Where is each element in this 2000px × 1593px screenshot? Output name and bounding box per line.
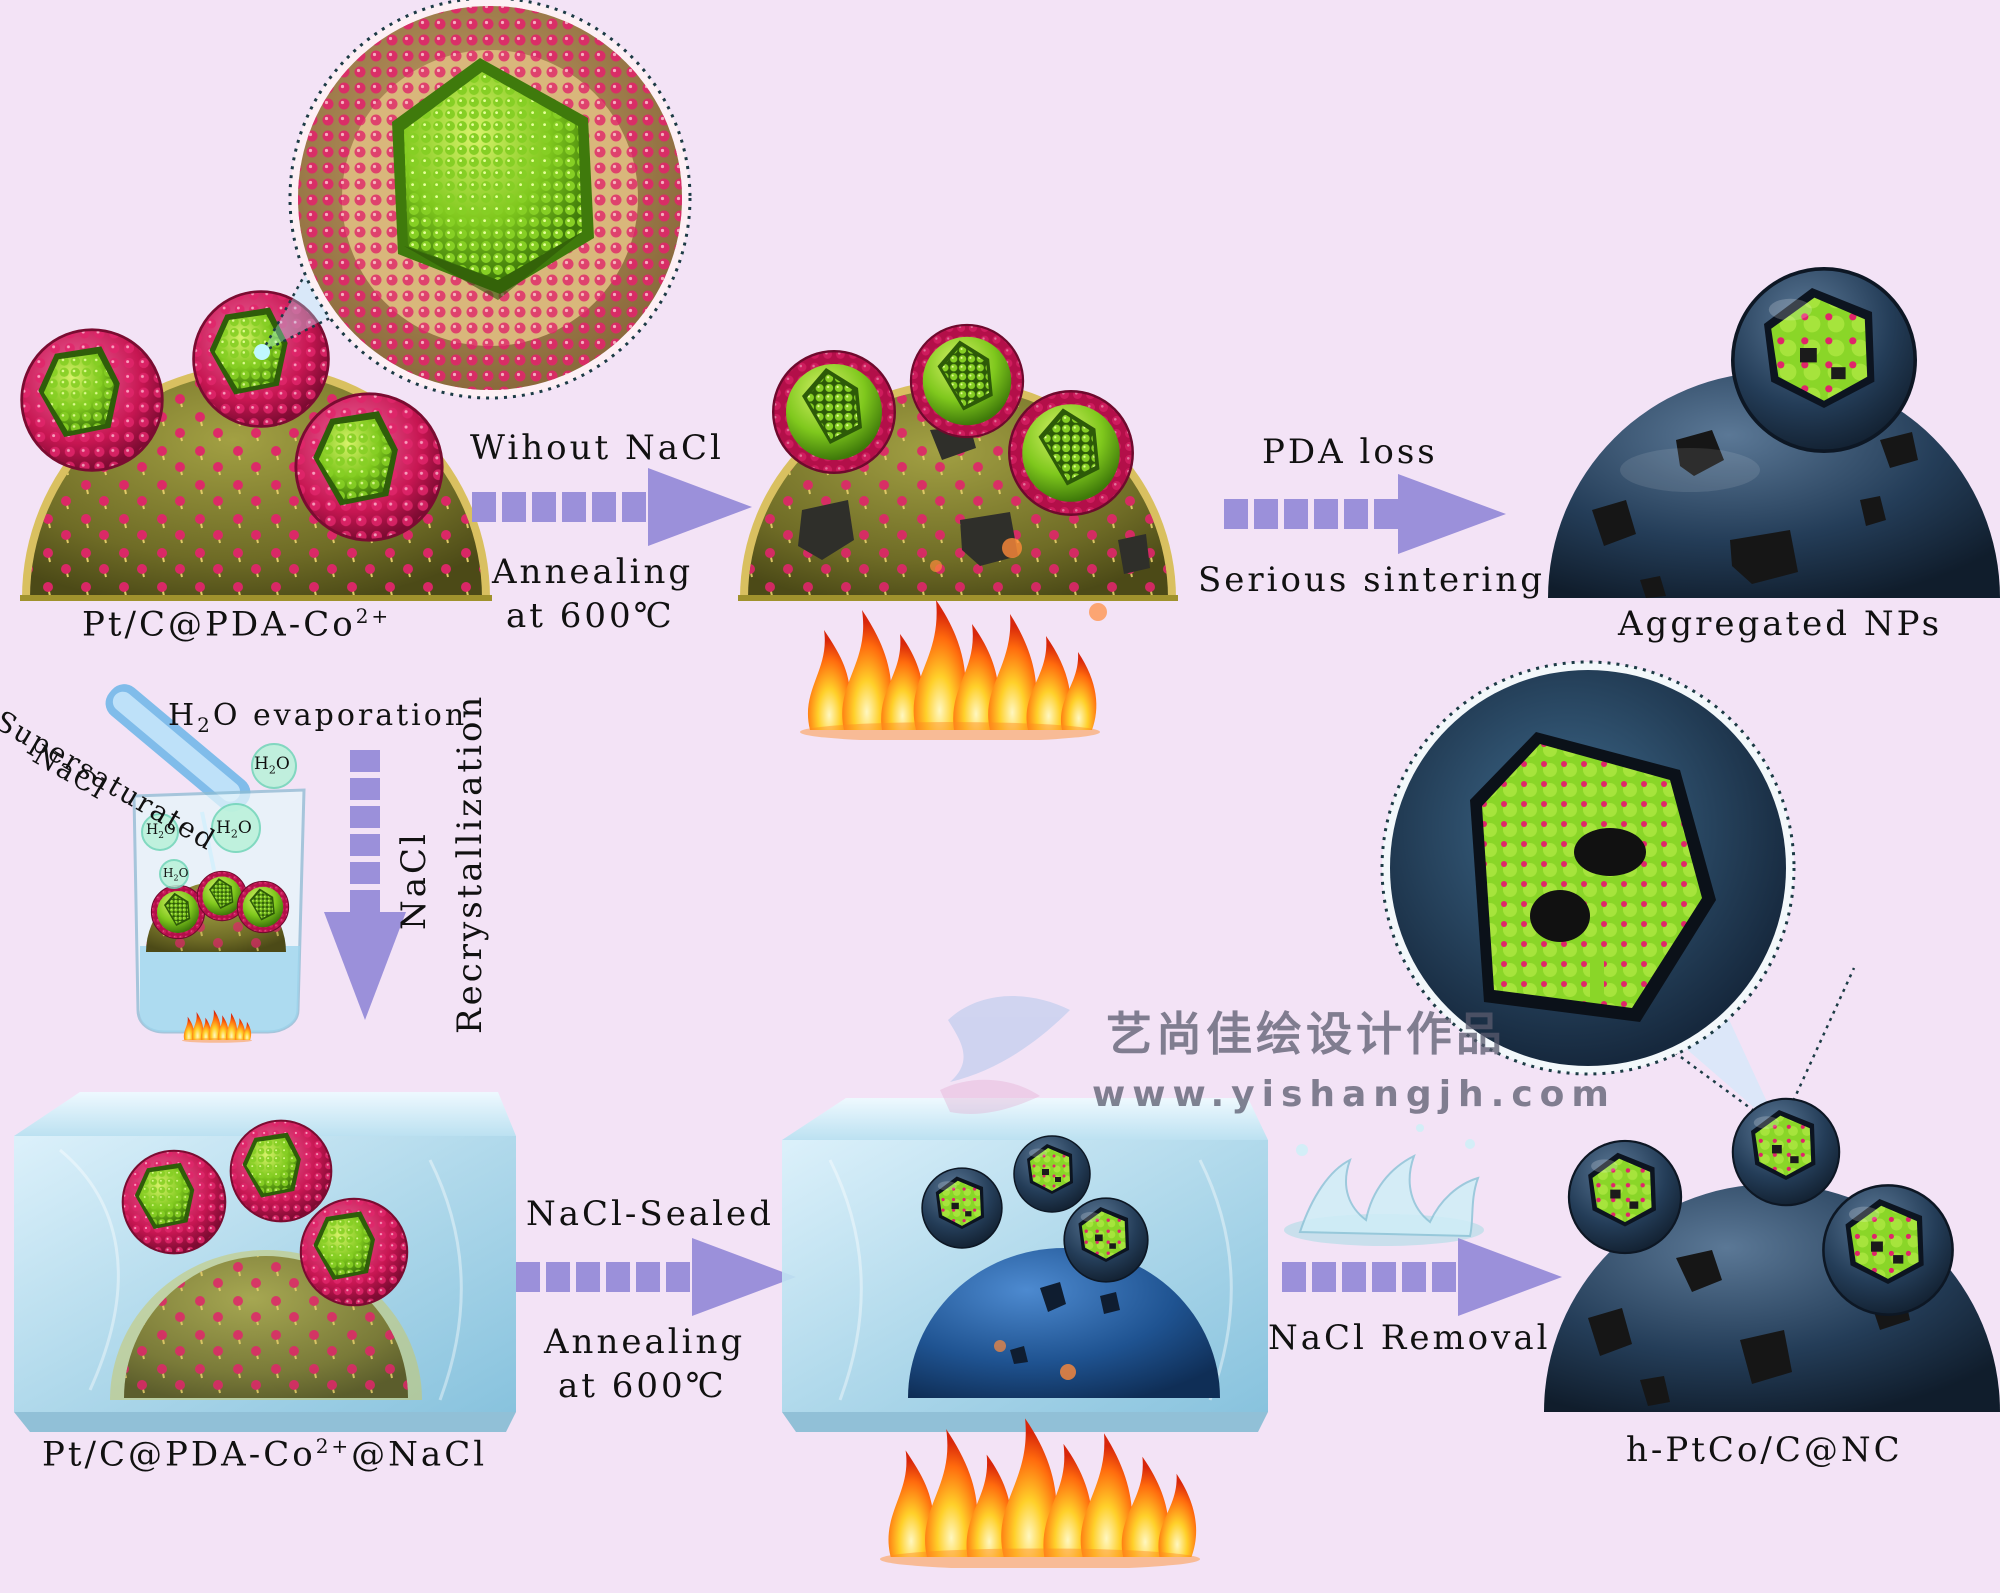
annealed-sphere-top (909, 323, 1025, 439)
label-temp-1: at 600℃ (506, 596, 675, 636)
label-bubble-h2o-1: H2O (254, 754, 290, 777)
flames-top (800, 600, 1100, 740)
sealed-sphere-top (229, 1119, 333, 1223)
annealed-sphere-left (772, 350, 896, 474)
hptco-sphere-left (1567, 1139, 1683, 1255)
arrow-nacl-sealed (516, 1238, 796, 1316)
sealed-annealed-sphere-left (921, 1167, 1003, 1249)
label-nacl-vertical: NaCl (394, 831, 434, 930)
label-aggregated-nps: Aggregated NPs (1618, 604, 1943, 644)
watermark-chinese: 艺尚佳绘设计作品 (1106, 1007, 1506, 1061)
label-hptco-product: h-PtCo/C@NC (1626, 1430, 1903, 1470)
label-pda-loss: PDA loss (1262, 432, 1438, 472)
label-nacl-sealed: NaCl-Sealed (526, 1194, 774, 1234)
label-recrystallization: Recrystallization (450, 693, 490, 1034)
pt-sphere-left (20, 328, 164, 472)
zoom-callout-bottom (1380, 660, 1856, 1138)
pt-sphere-right (294, 392, 444, 542)
aggregated-particle (1548, 372, 2000, 598)
label-bubble-h2o-2: H2O (216, 818, 252, 841)
watermark-logo-icon (940, 996, 1070, 1115)
water-splash (1284, 1124, 1484, 1246)
label-start-material: Pt/C@PDA-Co2+ (82, 604, 392, 645)
label-bubble-h2o-3: H2O (146, 822, 176, 841)
arrow-without-nacl (472, 468, 752, 546)
arrow-nacl-removal (1282, 1238, 1562, 1316)
label-h2o-evaporation: H2O evaporation (168, 698, 468, 737)
hptco-sphere-right (1822, 1184, 1954, 1316)
sealed-sphere-left (121, 1149, 227, 1255)
aggregated-sphere (1731, 266, 1917, 454)
zoom-callout-top (254, 0, 692, 400)
label-sealed-material: Pt/C@PDA-Co2+@NaCl (42, 1434, 488, 1475)
label-nacl-removal: NaCl Removal (1268, 1318, 1551, 1358)
label-annealing-2: Annealing (544, 1322, 746, 1362)
label-without-nacl: Wihout NaCl (470, 428, 724, 468)
sealed-sphere-right (299, 1197, 409, 1307)
label-serious-sintering: Serious sintering (1198, 560, 1545, 600)
label-annealing-1: Annealing (492, 552, 694, 592)
hptco-sphere-top (1731, 1097, 1841, 1207)
arrow-nacl-recrystallization (324, 750, 406, 1020)
sealed-annealed-sphere-right (1063, 1197, 1149, 1283)
watermark-url: www.yishangjh.com (1092, 1074, 1616, 1115)
label-temp-2: at 600℃ (558, 1366, 727, 1406)
beaker-setup (105, 684, 306, 1043)
sealed-annealed-sphere-top (1013, 1135, 1091, 1213)
annealed-sphere-right (1008, 390, 1134, 516)
flames-bottom (880, 1418, 1200, 1568)
label-bubble-h2o-4: H2O (163, 866, 189, 883)
arrow-pda-loss (1224, 474, 1506, 554)
